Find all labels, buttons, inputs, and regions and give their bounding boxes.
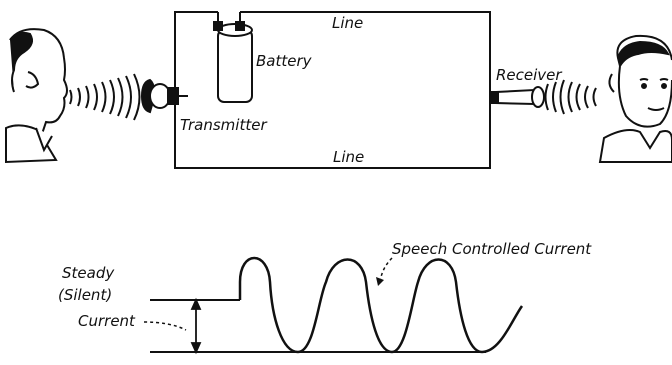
current-waveform — [150, 256, 524, 354]
steady-current-arrow — [190, 297, 202, 355]
steady-label-line2: (Silent) — [58, 286, 112, 304]
line-bottom-label: Line — [333, 148, 364, 166]
sound-waves-left — [69, 73, 141, 121]
transmitter-icon — [140, 78, 188, 114]
speaker-person-icon — [5, 28, 68, 164]
battery-icon — [213, 21, 253, 103]
receiver-icon — [489, 86, 545, 108]
speech-current-label: Speech Controlled Current — [392, 240, 592, 258]
line-top-label: Line — [332, 14, 363, 32]
steady-label-line1: Steady — [62, 264, 115, 282]
battery-label: Battery — [256, 52, 313, 70]
speech-leader-line — [379, 257, 393, 283]
current-leader-line — [143, 321, 187, 331]
sound-waves-right — [544, 79, 597, 115]
line-top-wire — [174, 11, 491, 169]
speech-current-curve — [238, 256, 524, 354]
steady-label-line3: Current — [78, 312, 136, 330]
speech-leader-arrowhead — [376, 277, 384, 286]
listener-person-icon — [598, 34, 672, 163]
transmitter-label: Transmitter — [180, 116, 267, 134]
receiver-label: Receiver — [496, 66, 562, 84]
